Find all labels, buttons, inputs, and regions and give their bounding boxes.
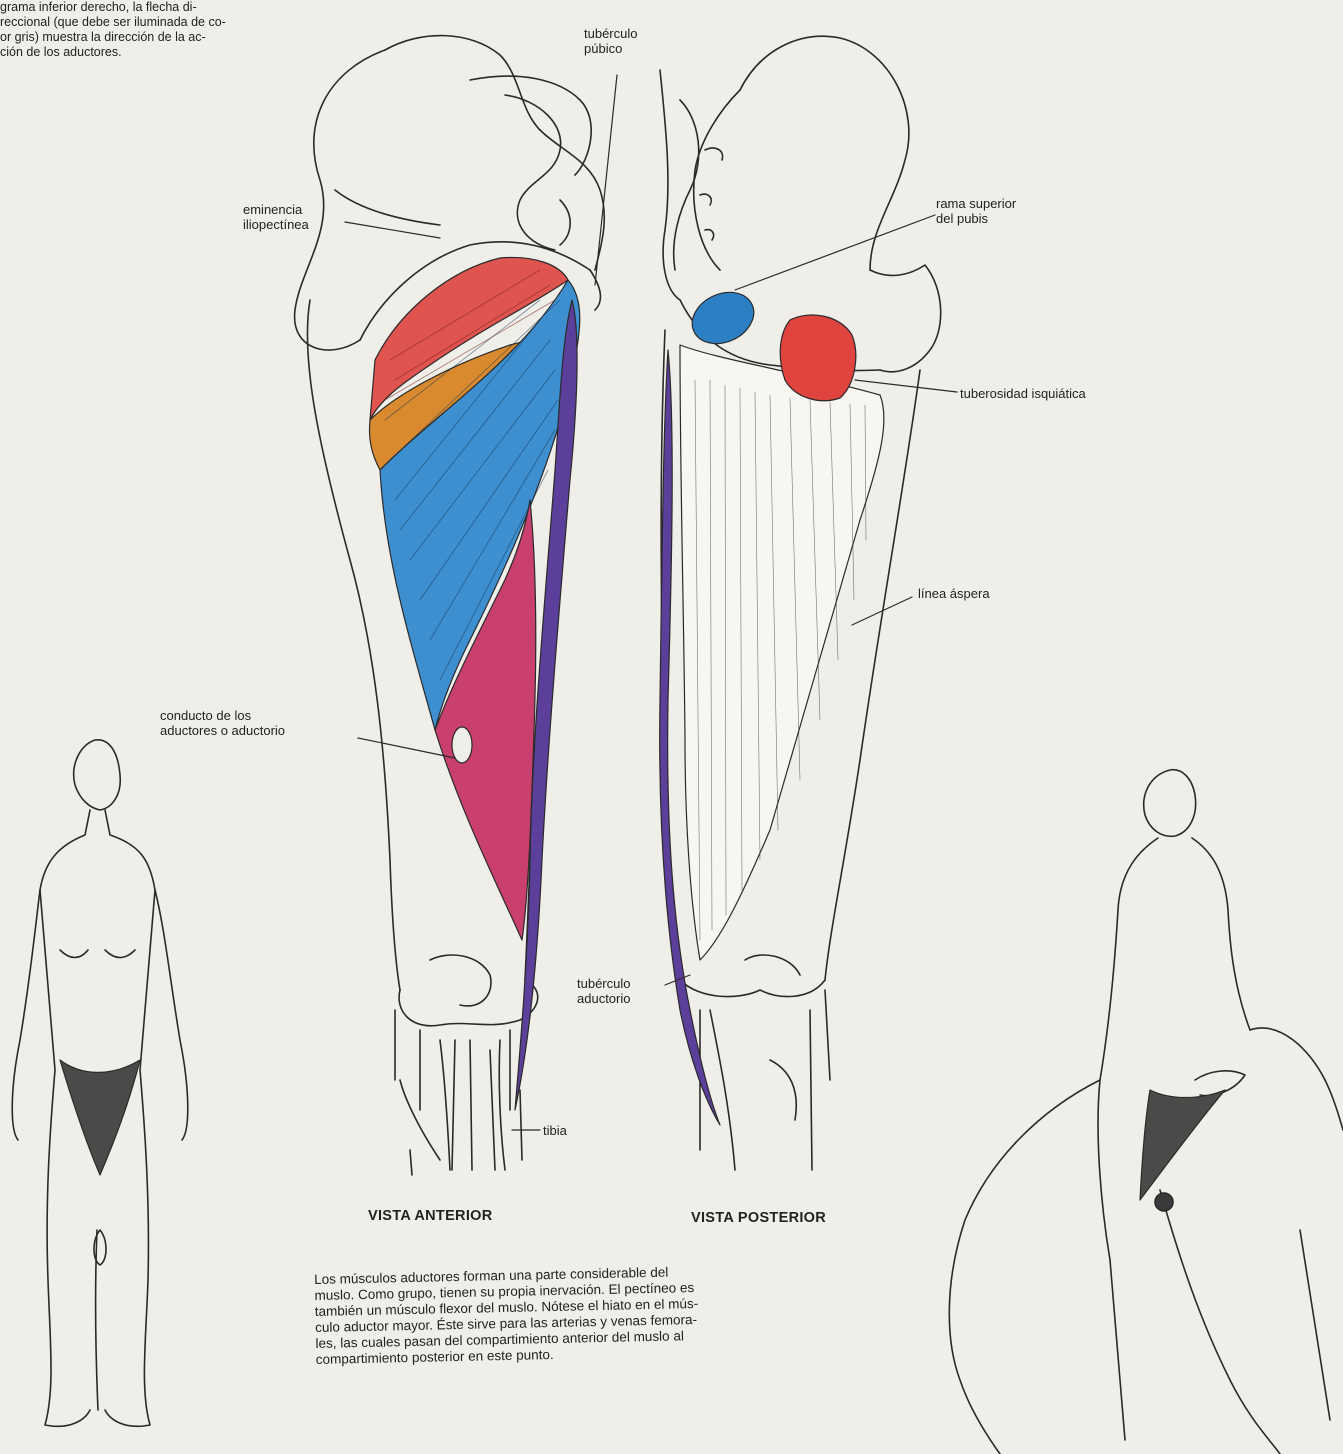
label-tuberosidad-isquiatica: tuberosidad isquiática	[960, 386, 1086, 401]
intro-text: grama inferior derecho, la flecha di- re…	[0, 0, 340, 60]
triangle-pubic-region-seated	[1140, 1090, 1225, 1200]
ischial-tuberosity-red	[780, 315, 856, 401]
label-eminencia-iliopectinea: eminencia iliopectínea	[243, 202, 309, 232]
hiatus-dot-seated	[1155, 1193, 1173, 1211]
adductor-magnus-posterior	[680, 345, 884, 960]
label-tibia: tibia	[543, 1123, 567, 1138]
caption-text: Los músculos aductores forman una parte …	[314, 1260, 906, 1368]
female-figure-seated	[949, 770, 1343, 1454]
title-vista-posterior: VISTA POSTERIOR	[691, 1211, 826, 1226]
label-linea-aspera: línea áspera	[918, 586, 990, 601]
label-rama-superior-pubis: rama superior del pubis	[936, 196, 1016, 226]
label-tuberculo-aductorio: tubérculo aductorio	[577, 976, 630, 1006]
label-tuberculo-pubico: tubérculo púbico	[584, 26, 637, 56]
label-conducto-aductores: conducto de los aductores o aductorio	[160, 708, 285, 738]
triangle-pubic-region-front	[60, 1060, 140, 1175]
obturator-blue	[684, 283, 762, 354]
title-vista-anterior: VISTA ANTERIOR	[368, 1209, 493, 1224]
